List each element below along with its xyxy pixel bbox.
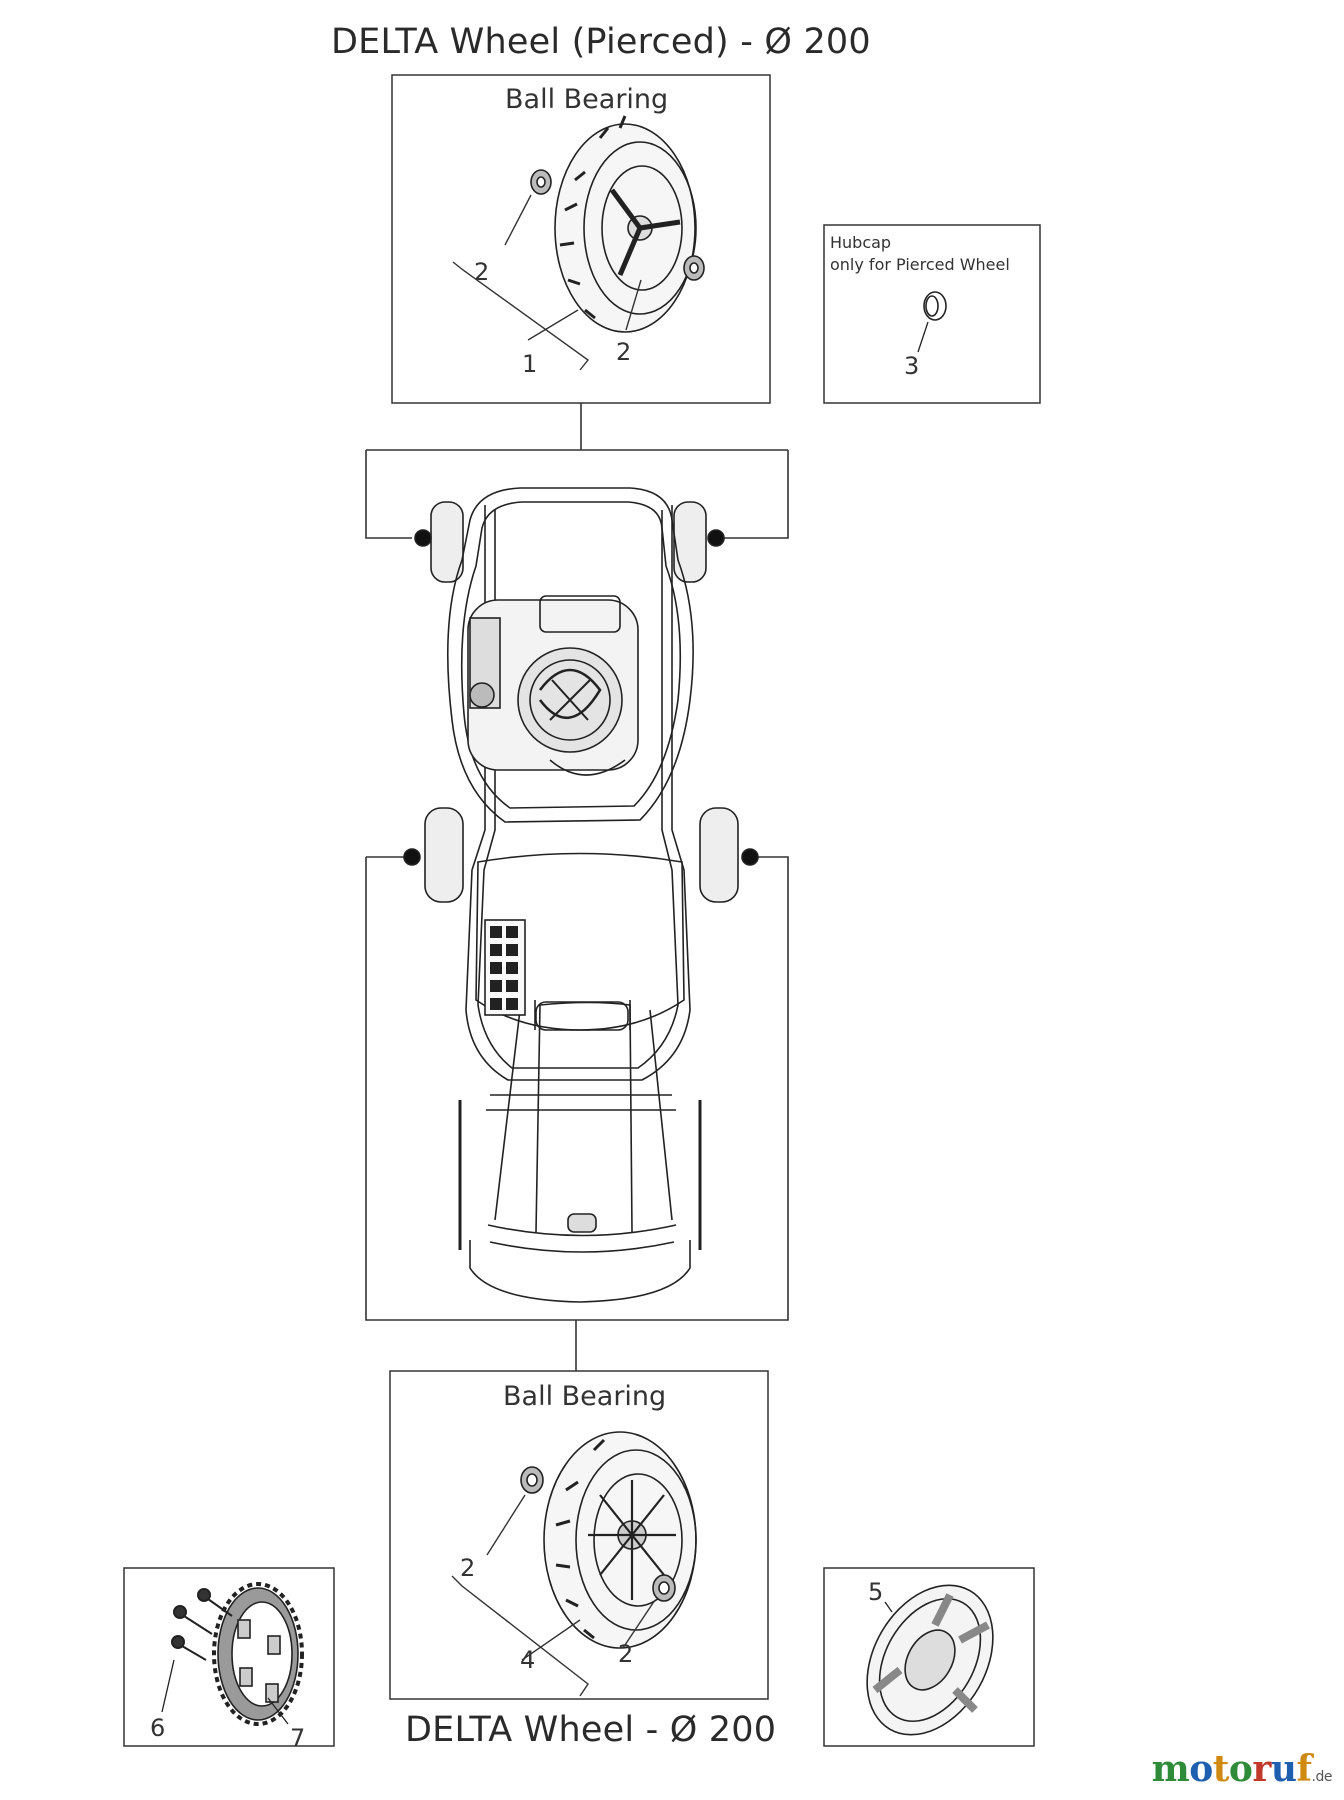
bottom-wheel-frame bbox=[389, 1370, 769, 1700]
top-wheel-box-label: Ball Bearing bbox=[505, 84, 669, 115]
logo-letter: r bbox=[1252, 1748, 1271, 1790]
callout-screws: 6 bbox=[150, 1714, 166, 1742]
logo-letter: o bbox=[1228, 1748, 1253, 1790]
bottom-title: DELTA Wheel - Ø 200 bbox=[405, 1710, 777, 1750]
callout-gear: 7 bbox=[290, 1724, 306, 1752]
screws-drawing bbox=[161, 1588, 289, 1725]
logo-letter: m bbox=[1151, 1748, 1190, 1790]
mower-drawing bbox=[403, 487, 759, 1303]
logo-letter: t bbox=[1212, 1748, 1230, 1790]
logo-letter: f bbox=[1296, 1748, 1313, 1790]
hubcap-box-label-line1: Hubcap bbox=[830, 233, 892, 252]
top-title: DELTA Wheel (Pierced) - Ø 200 bbox=[331, 22, 871, 62]
callout-top-bearing-right: 2 bbox=[616, 338, 632, 366]
hubcap-box-label-line2: only for Pierced Wheel bbox=[830, 255, 1010, 274]
bottom-wheel-drawing bbox=[520, 1431, 697, 1649]
bottom-wheel-box-label: Ball Bearing bbox=[503, 1381, 667, 1412]
gear-drawing bbox=[212, 1582, 304, 1726]
gear-frame bbox=[123, 1567, 335, 1747]
callout-hubcap: 3 bbox=[904, 352, 920, 380]
callout-top-wheel: 1 bbox=[522, 350, 538, 378]
motoruf-logo: motoruf.de bbox=[1151, 1748, 1333, 1790]
logo-letter: o bbox=[1189, 1748, 1213, 1790]
callout-bottom-wheel: 4 bbox=[520, 1646, 536, 1674]
callout-top-bearing-left: 2 bbox=[474, 258, 490, 286]
callout-bottom-bearing-right: 2 bbox=[618, 1640, 634, 1668]
callout-cover: 5 bbox=[868, 1578, 884, 1606]
callout-bottom-bearing-left: 2 bbox=[460, 1554, 476, 1582]
top-wheel-drawing bbox=[530, 115, 705, 333]
hubcap-drawing bbox=[917, 291, 947, 353]
cover-drawing bbox=[866, 1584, 994, 1736]
cover-frame bbox=[823, 1567, 1035, 1747]
logo-letter: u bbox=[1270, 1748, 1297, 1790]
hubcap-frame bbox=[823, 224, 1041, 404]
logo-suffix: .de bbox=[1311, 1769, 1333, 1785]
